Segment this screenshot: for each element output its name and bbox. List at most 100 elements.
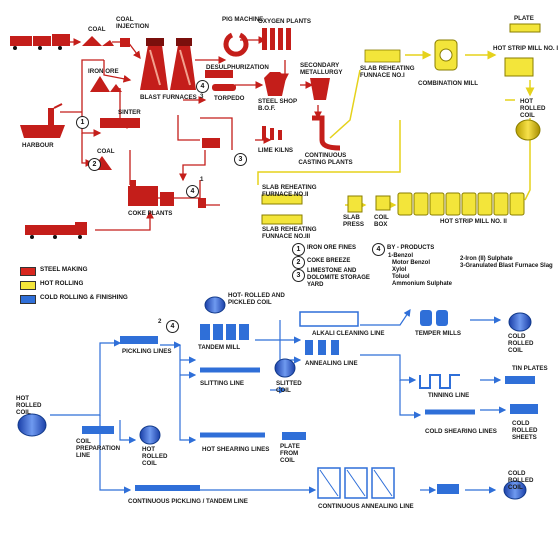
label-slitted-coil: SLITTED COIL [276,380,302,394]
cold-rolled-sheets [510,404,538,414]
slab-reheating-furnace-3 [261,214,303,225]
note-byproduct-5: Ammonium Sulphate [392,281,453,287]
byproduct-tank [198,198,206,208]
harbour-ship [20,103,65,138]
label-tinning-line: TINNING LINE [428,392,470,399]
label-pickling-lines: PICKLING LINES [122,348,172,355]
legend-label: HOT ROLLING [40,280,84,287]
marker-coke-breeze: 2 [88,158,101,171]
label-iron-ore: IRON ORE [88,68,119,75]
lime-pile [202,138,220,148]
oxygen-plants [262,28,291,50]
label-slab-reheating-1: SLAB REHEATING FUNNACE NO.I [360,65,415,79]
desulphurization-unit [205,70,233,78]
label-slab-reheating-3: SLAB REHEATING FUNNACE NO.III [262,226,317,240]
label-coil-preparation: COIL PREPARATION LINE [76,438,121,459]
label-hot-strip-mill-1: HOT STRIP MILL NO. I [493,45,559,52]
note-marker-1: 1 [292,243,305,256]
legend-label: STEEL MAKING [40,266,88,273]
label-slitting-line: SLITTING LINE [200,380,244,387]
hot-rolled-coil-top [515,119,541,141]
tinning-line-unit [419,374,460,389]
hot-strip-mill-2 [397,192,525,216]
marker-iron-ore-fines: 1 [76,116,89,129]
label-sinter: SINTER [118,109,141,116]
lime-kilns [262,126,282,140]
label-combination-mill: COMBINATION MILL [418,80,479,87]
label-hot-rolled-coil-mid: HOT ROLLED COIL [142,446,168,467]
coal-train [10,34,70,50]
coke-plants [128,180,174,206]
label-lime-kilns: LIME KILNS [258,147,294,154]
alkali-cleaning-unit [299,311,359,327]
label-cold-rolled-coil-1: COLD ROLLED COIL [508,333,534,354]
pickling-line-unit [120,336,158,344]
label-temper-mills: TEMPER MILLS [415,330,462,337]
slab-reheating-furnace-1 [364,49,401,63]
note-marker-3: 3 [292,269,305,282]
label-secondary-metallurgy: SECONDARY METALLURGY [300,62,343,76]
label-coal-mid: COAL [97,148,115,155]
truck [25,222,87,239]
hot-rolled-coil-mid [139,425,161,445]
slitted-coil [274,358,296,378]
legend-swatch-blue [20,295,36,304]
steel-shop-bof [264,72,286,96]
label-harbour: HARBOUR [22,142,54,149]
tag-pickling-two: 2 [158,318,162,325]
label-oxygen-plants: OXYGEN PLANTS [258,18,311,25]
plate-from-coil [282,432,306,440]
label-coil-box: COIL BOX [374,214,389,228]
iron-ore-pile [90,76,122,92]
label-pig-machine: PIG MACHINE [222,16,264,23]
legend-label: COLD ROLLING & FINISHING [40,294,128,301]
label-hot-rolled-coil-top: HOT ROLLED COIL [520,98,546,119]
label-coal-top: COAL [88,26,106,33]
marker-limestone: 3 [234,153,247,166]
hot-rolled-pickled-coil [204,296,226,314]
coal-pile-top [82,36,114,46]
temper-mills [420,310,448,326]
sinter-plant [100,118,140,128]
tag-coke-one: 1 [200,176,204,183]
note-marker-2: 2 [292,256,305,269]
cold-rolled-coil-2 [503,480,527,500]
label-blast-furnaces: BLAST FURNACES [140,94,197,101]
label-tandem-mill: TANDEM MILL [198,344,241,351]
plate-stack [509,23,541,33]
combination-mill [434,39,458,71]
note-marker-4: 4 [372,243,385,256]
coal-injection-unit [120,38,130,47]
note-byproducts-title: BY - PRODUCTS [387,245,435,251]
note-coke-breeze: COKE BREEZE [307,258,351,264]
note-iron-ore-fines: IRON ORE FINES [307,245,357,251]
tag-torpedo-three: 3 [200,93,204,100]
label-torpedo: TORPEDO [214,95,245,102]
label-cold-shearing-lines: COLD SHEARING LINES [425,428,497,435]
cold-rolled-coil-1 [508,312,532,332]
marker-byproducts-torpedo: 4 [196,80,209,93]
continuous-annealing-unit [317,467,395,499]
label-coal-injection: COAL INJECTION [116,16,150,30]
label-plate: PLATE [514,15,534,22]
slab-reheating-furnace-2 [261,194,303,205]
note-limestone: LIMESTONE AND DOLOMITE STORAGE YARD [307,268,370,288]
label-hot-rolled-pickled-coil: HOT- ROLLED AND PICKLED COIL [228,292,285,306]
tin-plates [505,376,535,384]
label-hot-strip-mill-2: HOT STRIP MILL NO. II [440,218,507,225]
label-steel-shop: STEEL SHOP B.O.F. [258,98,297,112]
label-desulphurization: DESULPHURIZATION [206,64,269,71]
label-slab-reheating-2: SLAB REHEATING FURNACE NO.II [262,184,317,198]
label-hot-shearing-lines: HOT SHEARING LINES [202,446,270,453]
annealing-furnaces [305,340,339,355]
label-annealing-line: ANNEALING LINE [305,360,358,367]
label-continuous-casting: CONTINUOUS CASTING PLANTS [298,152,353,166]
blast-furnaces [140,38,196,90]
slab-press [347,195,363,213]
label-cold-rolled-coil-2: COLD ROLLED COIL [508,470,534,491]
cold-rolling-flow-lines [50,309,507,494]
hot-strip-mill-1 [504,57,534,77]
note-extra-1: 2-Iron (II) Sulphate [460,256,513,262]
